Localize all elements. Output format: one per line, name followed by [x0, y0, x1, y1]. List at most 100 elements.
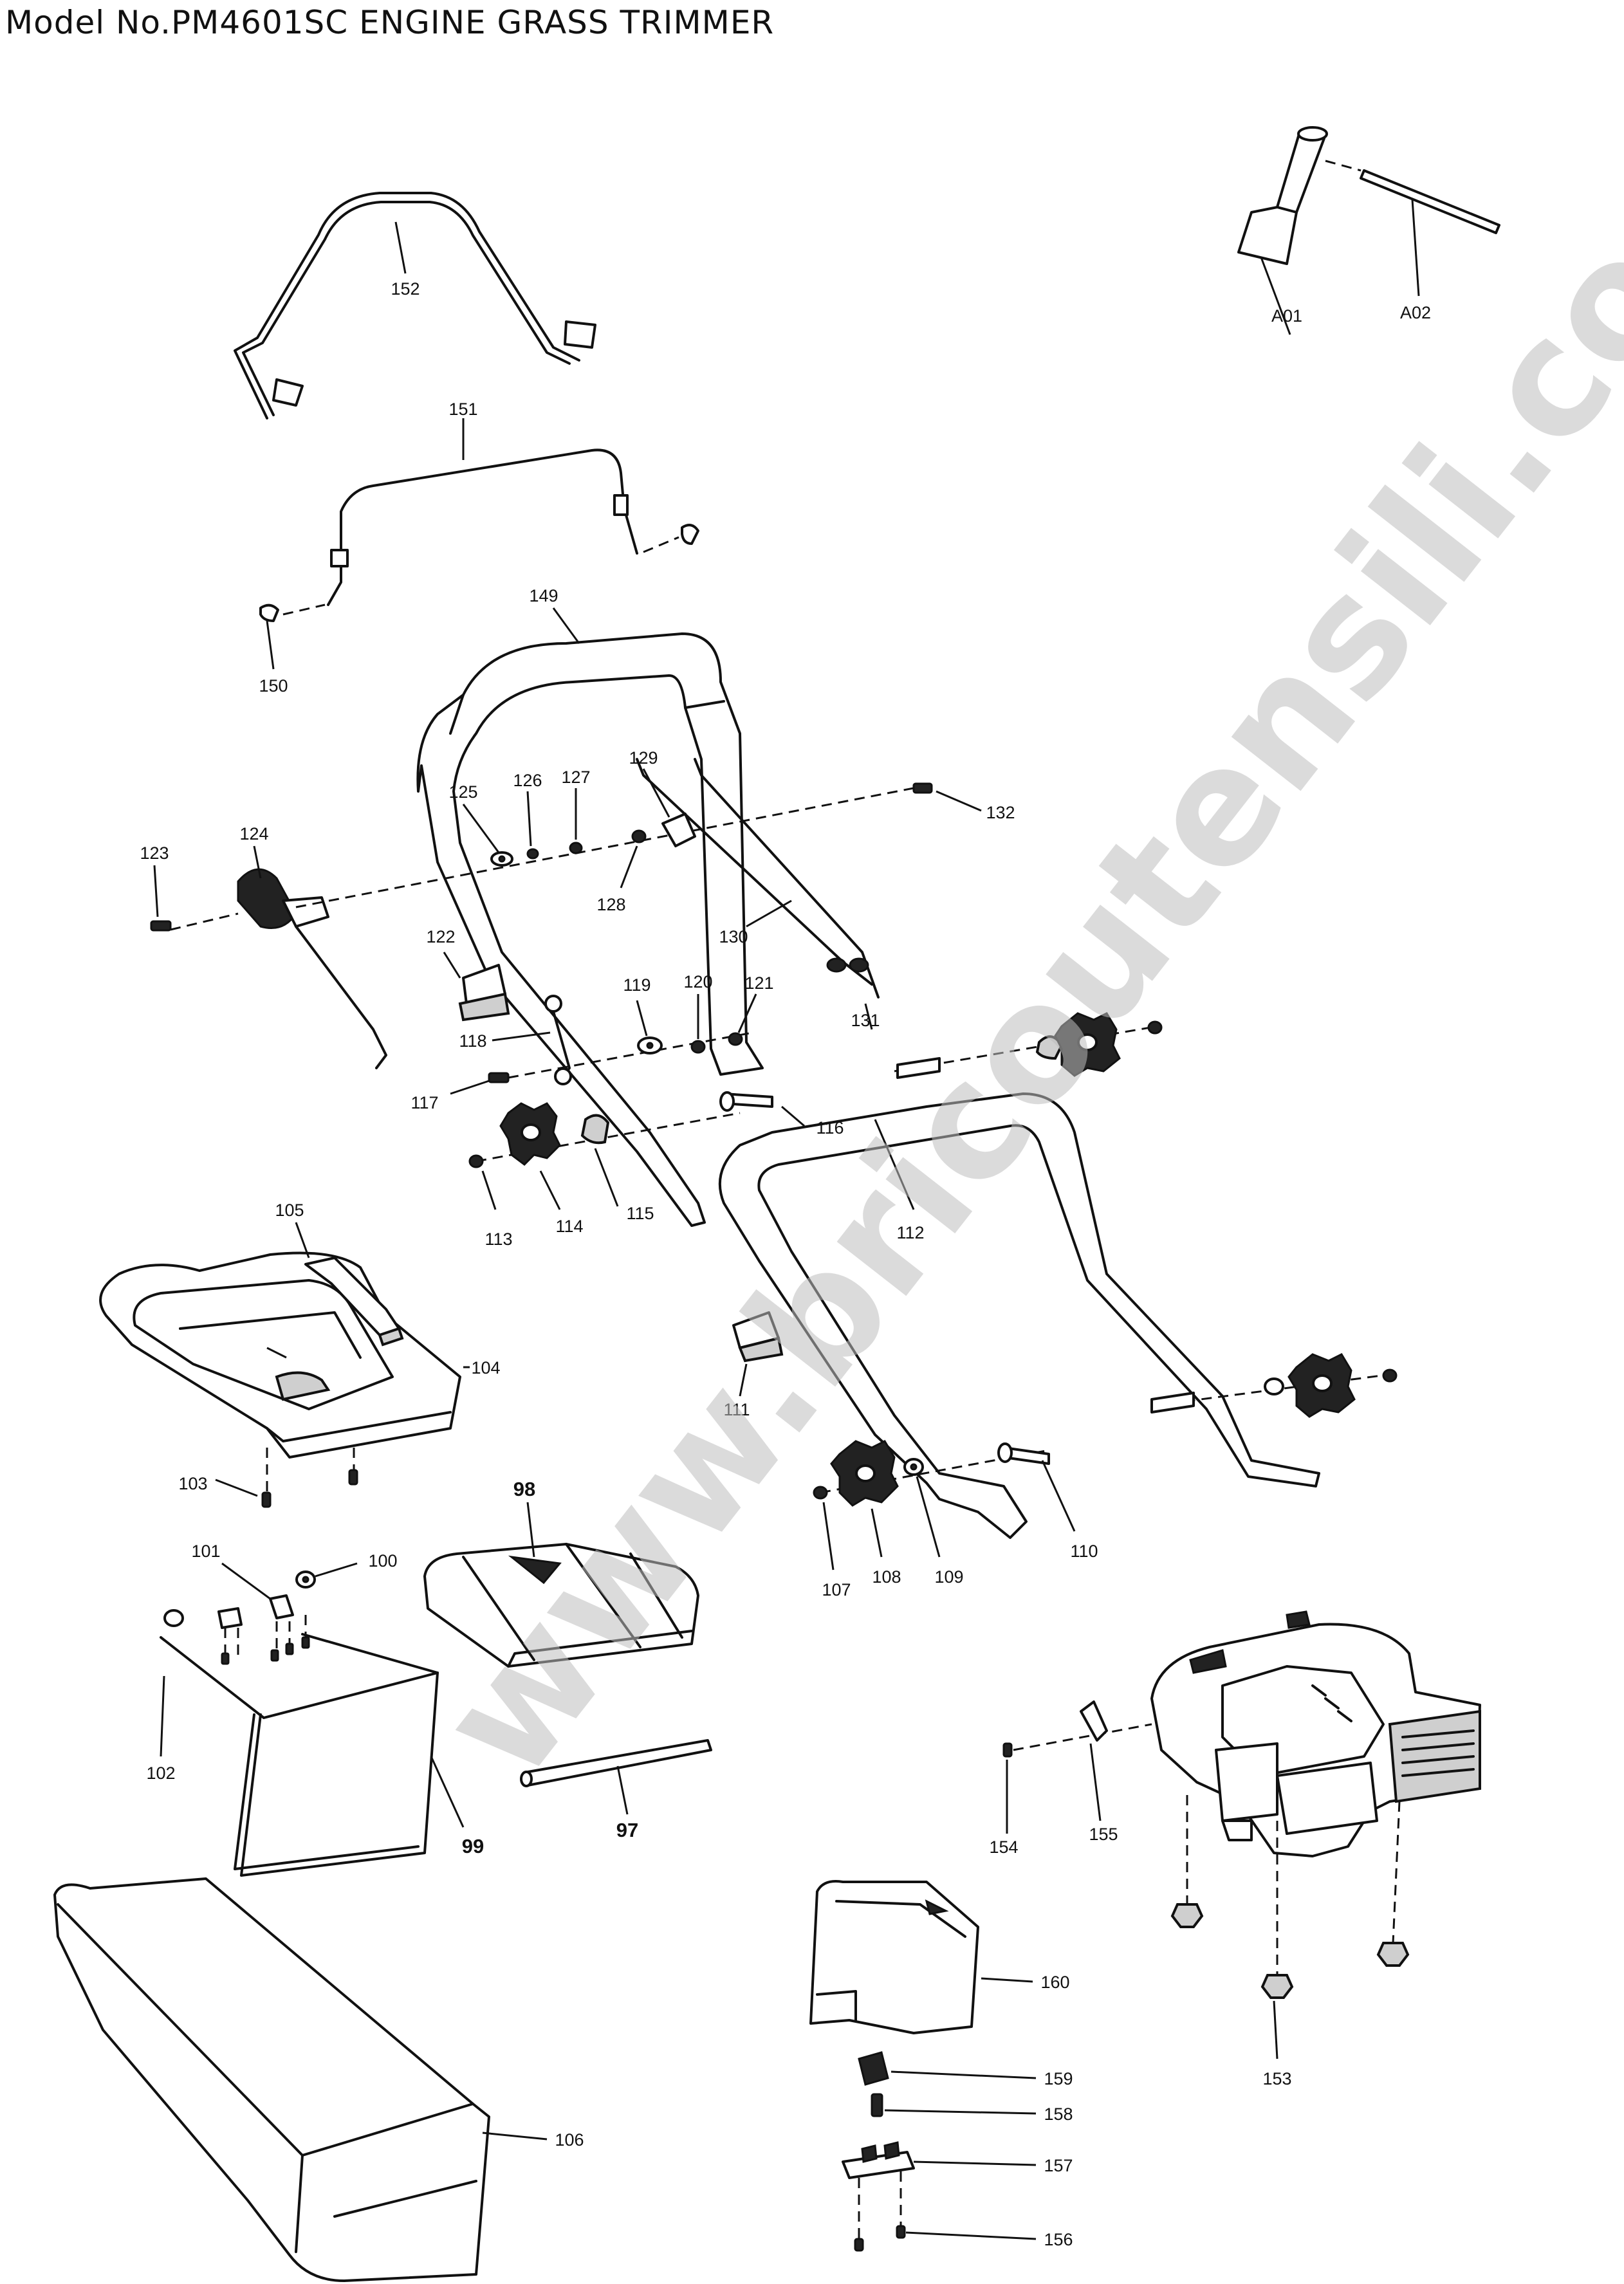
part-101-bracket: [163, 1594, 310, 1665]
part-160-discharge-chute: [809, 1880, 979, 2034]
label-105: 105: [275, 1201, 304, 1220]
label-111: 111: [723, 1400, 750, 1419]
label-130: 130: [719, 927, 748, 946]
label-132: 132: [986, 803, 1015, 822]
label-123: 123: [140, 843, 169, 863]
label-153: 153: [1262, 2069, 1291, 2088]
part-a01-plug-wrench: [1237, 126, 1361, 265]
part-149-upper-handle: [416, 632, 764, 1227]
part-116-bolt: [719, 1091, 773, 1112]
part-100-washer: [295, 1570, 316, 1589]
label-125: 125: [448, 782, 477, 802]
part-154-screw: [1002, 1742, 1013, 1758]
label-113: 113: [484, 1229, 512, 1249]
label-124: 124: [239, 824, 268, 843]
part-151-control-bar: [259, 448, 699, 622]
part-121-nut: [728, 1032, 743, 1046]
part-152-bail-handle: [234, 192, 596, 419]
part-118-cable-clip: [544, 995, 572, 1085]
part-97-rod: [520, 1739, 712, 1787]
label-156: 156: [1044, 2230, 1073, 2249]
label-158: 158: [1044, 2104, 1073, 2124]
label-104: 104: [471, 1358, 500, 1377]
part-111-cable-guide: [732, 1311, 784, 1363]
part-105-handle-grip: [304, 1257, 404, 1347]
part-a02-tommy-bar: [1360, 169, 1500, 234]
part-120-washer: [690, 1040, 706, 1054]
label-112: 112: [896, 1223, 924, 1242]
part-113-nut: [468, 1154, 484, 1168]
label-150: 150: [259, 676, 288, 695]
part-109-washer: [903, 1458, 924, 1476]
diagram-title: Model No.PM4601SC ENGINE GRASS TRIMMER: [5, 4, 775, 41]
part-125-washer: [490, 851, 513, 867]
label-160: 160: [1040, 1973, 1069, 1992]
part-knob-right-lower: [1150, 1353, 1398, 1418]
label-119: 119: [623, 975, 651, 995]
part-engine: [1150, 1610, 1481, 1975]
part-98-bag-top: [423, 1543, 699, 1668]
part-110-bolt: [997, 1442, 1050, 1465]
label-157: 157: [1044, 2156, 1073, 2175]
label-155: 155: [1089, 1825, 1118, 1844]
part-108-knob: [830, 1440, 899, 1507]
label-154: 154: [989, 1837, 1018, 1857]
label-151: 151: [448, 400, 477, 419]
part-knob-right-upper: [896, 1012, 1163, 1079]
label-a02: A02: [1400, 303, 1431, 322]
label-108: 108: [872, 1567, 901, 1587]
label-152: 152: [391, 279, 420, 299]
label-a01: A01: [1271, 306, 1302, 326]
part-130-cable: [636, 758, 880, 999]
part-129-clip: [661, 813, 696, 847]
part-114-knob: [499, 1102, 561, 1166]
part-155-cable-clip: [1080, 1700, 1108, 1742]
part-157-bracket: [842, 2141, 915, 2179]
label-120: 120: [683, 972, 712, 991]
part-122-cable-guide: [458, 964, 510, 1022]
part-115-knob-insert: [580, 1114, 610, 1145]
label-129: 129: [629, 748, 658, 768]
part-128-nut: [631, 829, 647, 843]
label-149: 149: [529, 586, 558, 605]
label-110: 110: [1070, 1542, 1098, 1561]
label-103: 103: [178, 1474, 207, 1493]
label-98: 98: [513, 1478, 535, 1500]
part-106-grass-bag: [53, 1877, 490, 2282]
part-159-latch: [858, 2051, 889, 2086]
part-103-screw: [261, 1469, 358, 1508]
label-109: 109: [934, 1567, 963, 1587]
label-159: 159: [1044, 2069, 1073, 2088]
label-100: 100: [368, 1551, 397, 1570]
part-158-spring: [871, 2093, 883, 2117]
part-117-screw: [488, 1072, 510, 1083]
part-119-washer: [637, 1036, 663, 1055]
part-127-nut: [569, 842, 583, 854]
part-112-lower-handle: [718, 1092, 1320, 1539]
label-114: 114: [555, 1217, 583, 1236]
label-122: 122: [426, 927, 455, 946]
part-153-nut: [1170, 1903, 1410, 1999]
label-101: 101: [191, 1542, 220, 1561]
part-156-screw: [854, 2171, 906, 2252]
part-126-washer: [526, 848, 539, 860]
part-124-throttle-lever: [170, 868, 387, 1069]
label-115: 115: [626, 1204, 654, 1223]
label-128: 128: [596, 895, 625, 914]
label-131: 131: [851, 1011, 880, 1030]
part-107-nut: [813, 1486, 828, 1500]
label-116: 116: [816, 1118, 844, 1137]
part-99-bag-frame: [160, 1633, 439, 1877]
label-118: 118: [459, 1031, 486, 1051]
label-102: 102: [146, 1764, 175, 1783]
label-106: 106: [555, 2130, 584, 2150]
part-123-screw: [150, 920, 172, 932]
part-132-screw: [912, 782, 933, 794]
label-126: 126: [513, 771, 542, 790]
label-97: 97: [616, 1819, 638, 1841]
label-121: 121: [744, 973, 773, 993]
label-117: 117: [411, 1093, 438, 1112]
label-127: 127: [561, 768, 590, 787]
label-107: 107: [822, 1580, 851, 1599]
